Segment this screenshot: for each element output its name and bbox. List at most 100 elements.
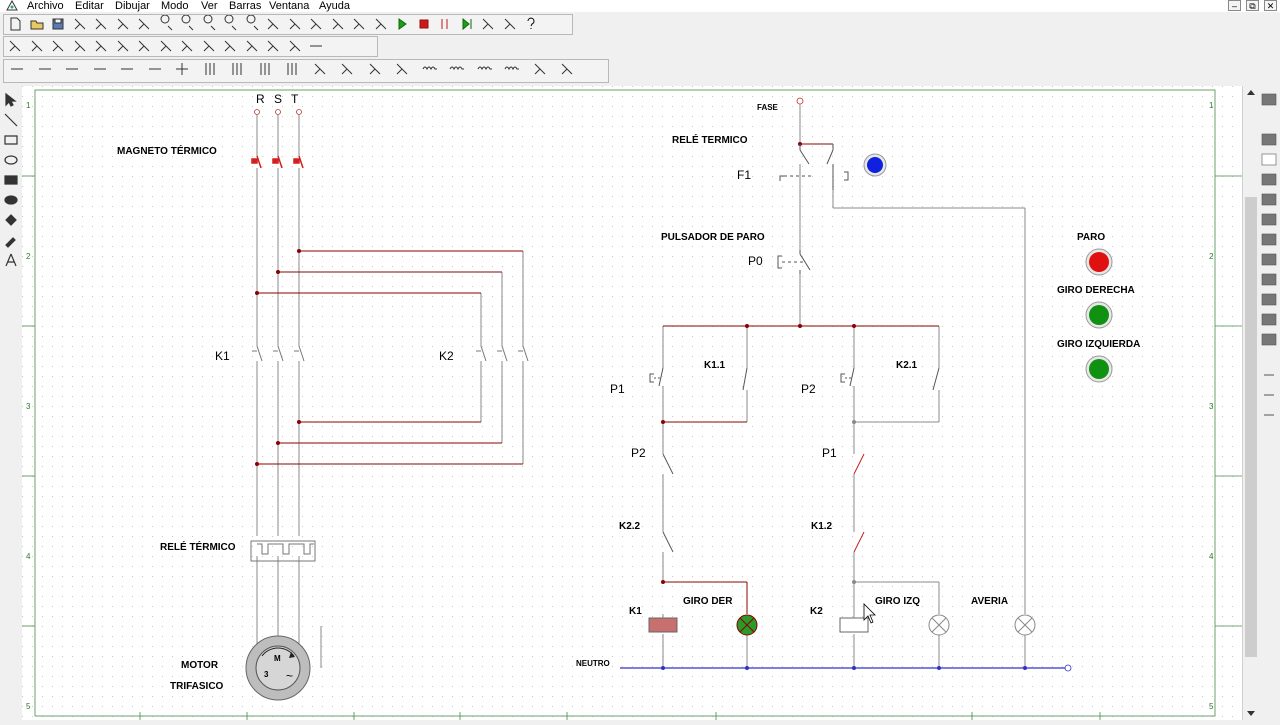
menu-ver[interactable]: Ver: [201, 0, 218, 12]
junction-icon[interactable]: [173, 60, 191, 78]
contactor-k1-power[interactable]: [252, 345, 305, 362]
wire-h3-icon[interactable]: [63, 60, 81, 78]
pause-icon[interactable]: [436, 15, 454, 33]
power-circuit[interactable]: R S T: [117, 92, 529, 701]
wire-h1-icon[interactable]: [8, 60, 26, 78]
bus-h3-icon[interactable]: [256, 60, 274, 78]
wire-h4-icon[interactable]: [91, 60, 109, 78]
indicator-panel[interactable]: PARO GIRO DERECHA GIRO IZQUIERDA: [1057, 232, 1140, 383]
fill-bucket-icon[interactable]: [3, 212, 19, 228]
switch-h-icon[interactable]: [366, 60, 384, 78]
indicator-giro-izquierda-lamp[interactable]: [1089, 359, 1109, 379]
restore-button[interactable]: ⧉: [1246, 0, 1259, 11]
palette-symbol-10-icon[interactable]: [1261, 293, 1277, 306]
pushbutton-p1-interlock[interactable]: [853, 453, 865, 475]
rotate-left-icon[interactable]: [350, 15, 368, 33]
stop-icon[interactable]: [415, 15, 433, 33]
relay-icon[interactable]: [221, 37, 239, 55]
bus-3-icon[interactable]: [201, 60, 219, 78]
palette-symbol-3-icon[interactable]: [1261, 153, 1277, 166]
wire-thick-icon[interactable]: [146, 60, 164, 78]
motor-symbol[interactable]: M 3 ~: [245, 635, 311, 701]
zoom-out-icon[interactable]: [178, 15, 196, 33]
palette-symbol-8-icon[interactable]: [1261, 253, 1277, 266]
socket-icon[interactable]: [558, 60, 576, 78]
save-icon[interactable]: [49, 15, 67, 33]
fuse-icon[interactable]: [200, 37, 218, 55]
ellipse-tool-icon[interactable]: [3, 152, 19, 168]
wire-h2-icon[interactable]: [36, 60, 54, 78]
menu-barras[interactable]: Barras: [229, 0, 262, 12]
paste-icon[interactable]: [135, 15, 153, 33]
switch-icon[interactable]: [49, 37, 67, 55]
thermal-fault-lamp[interactable]: [867, 157, 883, 173]
select-arrow-icon[interactable]: [3, 92, 19, 108]
palette-symbol-2-icon[interactable]: [1261, 133, 1277, 146]
contactor-k2-power[interactable]: [476, 345, 529, 362]
brush-icon[interactable]: [3, 232, 19, 248]
bus-3b-icon[interactable]: [228, 60, 246, 78]
line-tool-icon[interactable]: [3, 112, 19, 128]
contact-k2-1[interactable]: [932, 367, 940, 391]
redo-icon[interactable]: [286, 15, 304, 33]
flip-v-icon[interactable]: [329, 15, 347, 33]
inductor-3-icon[interactable]: [448, 60, 466, 78]
timer-on-icon[interactable]: [135, 37, 153, 55]
contact-k2-2[interactable]: [662, 531, 674, 553]
contact-k1-1[interactable]: [742, 367, 748, 391]
scroll-thumb[interactable]: [1245, 197, 1257, 657]
filled-rectangle-icon[interactable]: [3, 172, 19, 188]
inductor-5-icon[interactable]: [503, 60, 521, 78]
minimize-button[interactable]: –: [1228, 0, 1241, 11]
pushbutton-p2-interlock[interactable]: [662, 453, 674, 475]
print-icon[interactable]: [71, 15, 89, 33]
contact-nc-icon[interactable]: [28, 37, 46, 55]
sensor-icon[interactable]: [264, 37, 282, 55]
rotate-right-icon[interactable]: [372, 15, 390, 33]
close-button[interactable]: ✕: [1264, 0, 1277, 11]
scroll-down-icon[interactable]: [1247, 711, 1255, 716]
palette-symbol-11-icon[interactable]: [1261, 313, 1277, 326]
help-icon[interactable]: [522, 15, 540, 33]
motor-icon[interactable]: [286, 37, 304, 55]
zoom-all-icon[interactable]: [243, 15, 261, 33]
palette-symbol-4-icon[interactable]: [1261, 173, 1277, 186]
thermal-relay-control[interactable]: [779, 144, 849, 190]
palette-symbol-6-icon[interactable]: [1261, 213, 1277, 226]
palette-symbol-1-icon[interactable]: [1261, 93, 1277, 106]
wire-h5-icon[interactable]: [118, 60, 136, 78]
play-icon[interactable]: [393, 15, 411, 33]
palette-symbol-9-icon[interactable]: [1261, 273, 1277, 286]
schematic-canvas[interactable]: 1 2 3 4 5 1 2 3 4 5 R S T: [22, 86, 1242, 720]
palette-symbol-7-icon[interactable]: [1261, 233, 1277, 246]
simulation-window-icon[interactable]: [479, 15, 497, 33]
text-tool-icon[interactable]: [3, 252, 19, 268]
contact-k1-2[interactable]: [853, 531, 865, 553]
menu-dibujar[interactable]: Dibujar: [115, 0, 150, 12]
pushbutton-p2-start[interactable]: [840, 367, 855, 387]
zoom-window-icon[interactable]: [200, 15, 218, 33]
lamp-icon[interactable]: [178, 37, 196, 55]
vertical-scrollbar[interactable]: [1242, 86, 1259, 720]
circuit-breaker-symbol[interactable]: [251, 155, 304, 169]
zoom-in-icon[interactable]: [157, 15, 175, 33]
undo-icon[interactable]: [264, 15, 282, 33]
coil-k1[interactable]: [648, 617, 678, 633]
plug-icon[interactable]: [531, 60, 549, 78]
menu-ayuda[interactable]: Ayuda: [319, 0, 350, 12]
new-file-icon[interactable]: [6, 15, 24, 33]
flip-h-icon[interactable]: [307, 15, 325, 33]
stop-pushbutton-p0[interactable]: [777, 250, 811, 274]
pushbutton-p1-start[interactable]: [649, 367, 664, 387]
thermal-relay-power[interactable]: [257, 543, 314, 555]
inductor-4-icon[interactable]: [476, 60, 494, 78]
indicator-paro-lamp[interactable]: [1089, 252, 1109, 272]
step-icon[interactable]: [458, 15, 476, 33]
rectangle-tool-icon[interactable]: [3, 132, 19, 148]
breaker-icon[interactable]: [92, 37, 110, 55]
menu-modo[interactable]: Modo: [161, 0, 189, 12]
scroll-up-icon[interactable]: [1247, 90, 1255, 95]
inductor-icon[interactable]: [421, 60, 439, 78]
menu-ventana[interactable]: Ventana: [269, 0, 310, 12]
coil-icon[interactable]: [114, 37, 132, 55]
